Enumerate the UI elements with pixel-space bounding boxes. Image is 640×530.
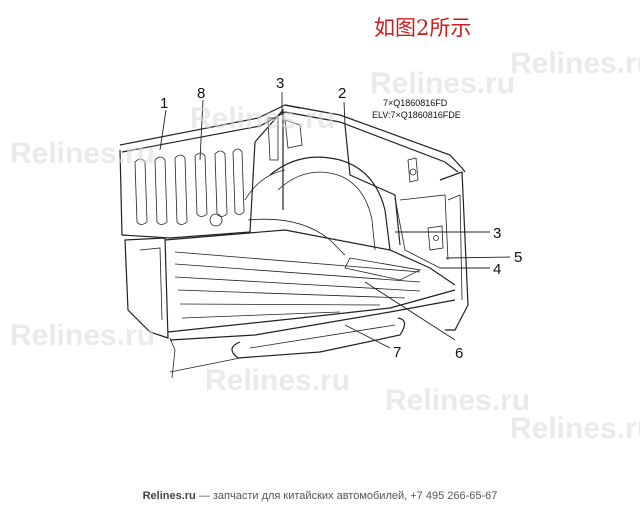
callout-7: 7 [393, 344, 401, 361]
footer-line: Relines.ru — запчасти для китайских авто… [143, 490, 498, 502]
callout-3-right: 3 [493, 225, 501, 242]
callout-3-top: 3 [276, 75, 284, 92]
part-number-note: 7×Q1860816FD [383, 98, 448, 108]
watermark: Relines.ru [370, 67, 515, 100]
callout-1: 1 [160, 95, 168, 112]
watermark: Relines.ru [510, 412, 640, 445]
callout-5: 5 [514, 249, 522, 266]
leader-lines [159, 92, 511, 349]
figure-caption: 如图2所示 [374, 16, 471, 40]
watermark: Relines.ru [510, 47, 640, 80]
callout-6: 6 [455, 345, 463, 362]
watermark: Relines.ru [10, 137, 155, 170]
watermark: Relines.ru [10, 319, 155, 352]
part-number-note-elv: ELV:7×Q1860816FDE [372, 110, 461, 120]
watermark: Relines.ru [205, 364, 350, 397]
callout-4: 4 [493, 261, 501, 278]
callout-2: 2 [338, 85, 346, 102]
watermark-layer: Relines.ru Relines.ru Relines.ru Relines… [10, 47, 640, 445]
watermark: Relines.ru [385, 384, 530, 417]
footer-text: — запчасти для китайских автомобилей, +7… [196, 490, 498, 502]
callout-8: 8 [197, 85, 205, 102]
footer-site: Relines.ru [143, 490, 196, 502]
pickup-bed-drawing [119, 104, 469, 379]
watermark: Relines.ru [190, 102, 335, 135]
